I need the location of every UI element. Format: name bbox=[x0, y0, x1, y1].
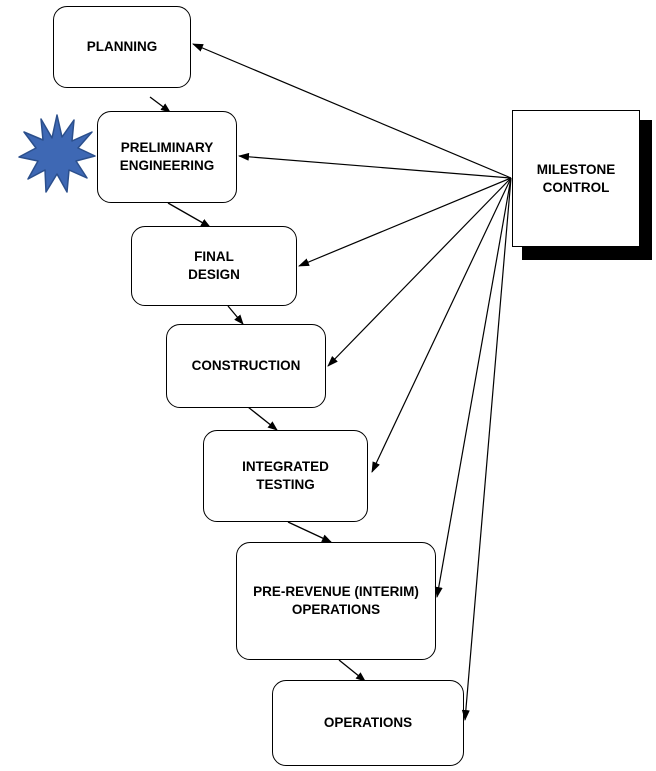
milestone-arrow-to-pre-revenue bbox=[434, 177, 512, 598]
flow-arrow-pre-revenue-to-operations bbox=[338, 659, 366, 682]
stage-preliminary-engineering: PRELIMINARY ENGINEERING bbox=[97, 111, 237, 203]
flow-arrow-preliminary-to-final-design bbox=[167, 202, 211, 228]
stage-construction: CONSTRUCTION bbox=[166, 324, 326, 408]
stage-planning: PLANNING bbox=[53, 6, 191, 88]
flow-arrow-planning-to-preliminary bbox=[149, 96, 171, 113]
flow-arrow-final-design-to-construction bbox=[227, 305, 244, 325]
flow-arrow-testing-to-pre-revenue bbox=[287, 521, 332, 543]
stage-integrated-testing: INTEGRATED TESTING bbox=[203, 430, 368, 522]
flow-arrow-construction-to-testing bbox=[247, 406, 278, 431]
milestone-arrow-to-planning bbox=[192, 43, 512, 179]
milestone-arrow-to-preliminary bbox=[238, 152, 512, 179]
stage-final-design: FINAL DESIGN bbox=[131, 226, 297, 306]
current-stage-starburst-icon bbox=[18, 114, 96, 193]
stage-pre-revenue-operations: PRE-REVENUE (INTERIM) OPERATIONS bbox=[236, 542, 436, 660]
milestone-arrow-to-testing bbox=[371, 177, 512, 473]
milestone-control-box: MILESTONE CONTROL bbox=[512, 110, 640, 247]
stage-operations: OPERATIONS bbox=[272, 680, 464, 766]
milestone-arrow-to-final-design bbox=[298, 177, 512, 267]
milestone-arrow-to-construction bbox=[327, 177, 512, 367]
milestone-arrow-to-operations bbox=[461, 177, 512, 721]
